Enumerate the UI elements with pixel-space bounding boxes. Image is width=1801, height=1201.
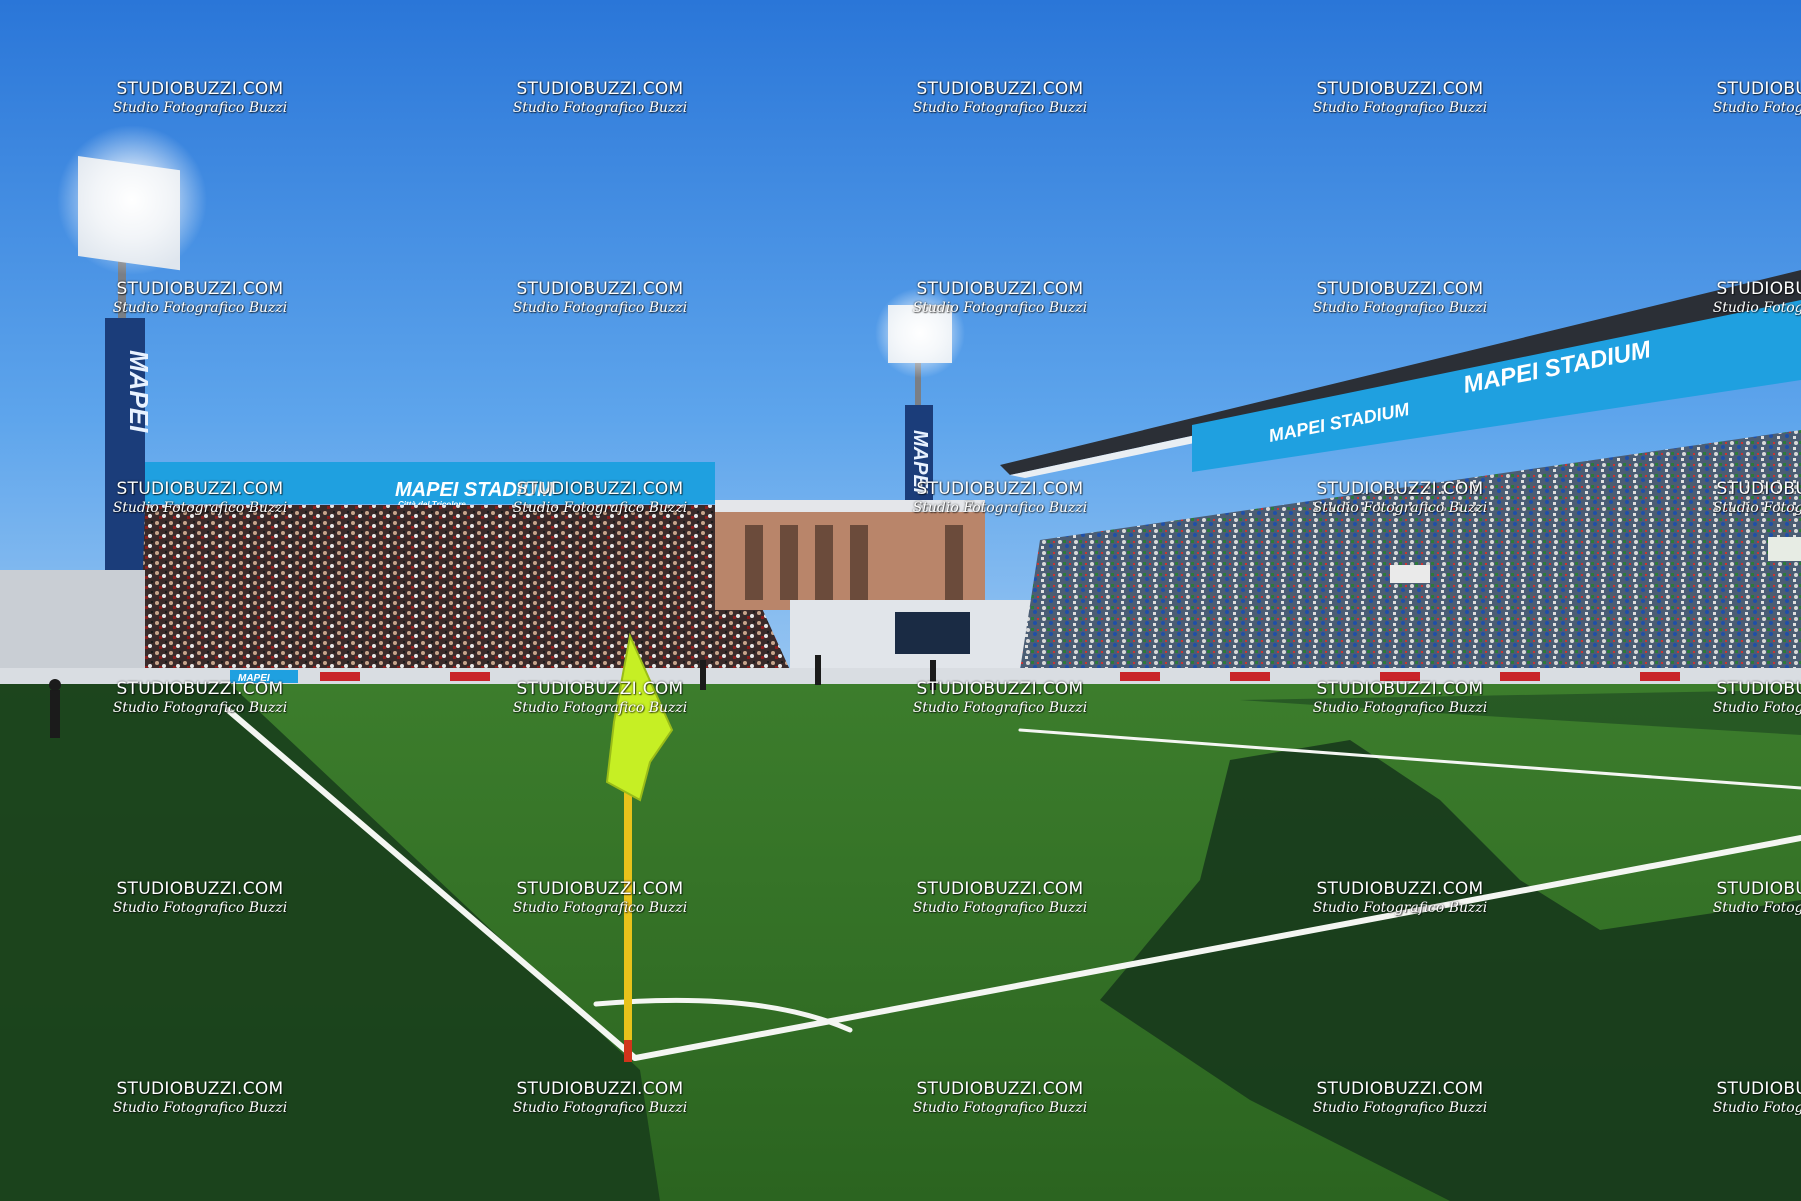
- right-grandstand: MAPEI STADIUM MAPEI STADIUM: [1000, 270, 1801, 670]
- pitch-shadow-left: [0, 684, 660, 1201]
- people-on-field: [49, 655, 936, 738]
- pitch-markings: [225, 707, 1801, 1061]
- tower-center-sign: MAPEI: [909, 430, 931, 494]
- left-floodlight-tower: MAPEI: [57, 125, 207, 608]
- left-stand-sign-subtitle: Città del Tricolore: [398, 500, 466, 509]
- left-stand-crowd: [140, 505, 790, 670]
- tower-left-sign: MAPEI: [124, 350, 154, 433]
- corner-flag: [605, 632, 674, 1062]
- left-stand-sign: MAPEI STADIUM: [395, 479, 555, 501]
- right-stand-roof-sign-band: [1192, 300, 1801, 472]
- right-stand-crowd: [1020, 430, 1801, 670]
- background-building: [715, 500, 1040, 675]
- board-brand-text: MAPEI: [238, 673, 270, 684]
- pitch-shadow-right: [1100, 740, 1801, 1201]
- left-stand-roof-band: [145, 462, 715, 504]
